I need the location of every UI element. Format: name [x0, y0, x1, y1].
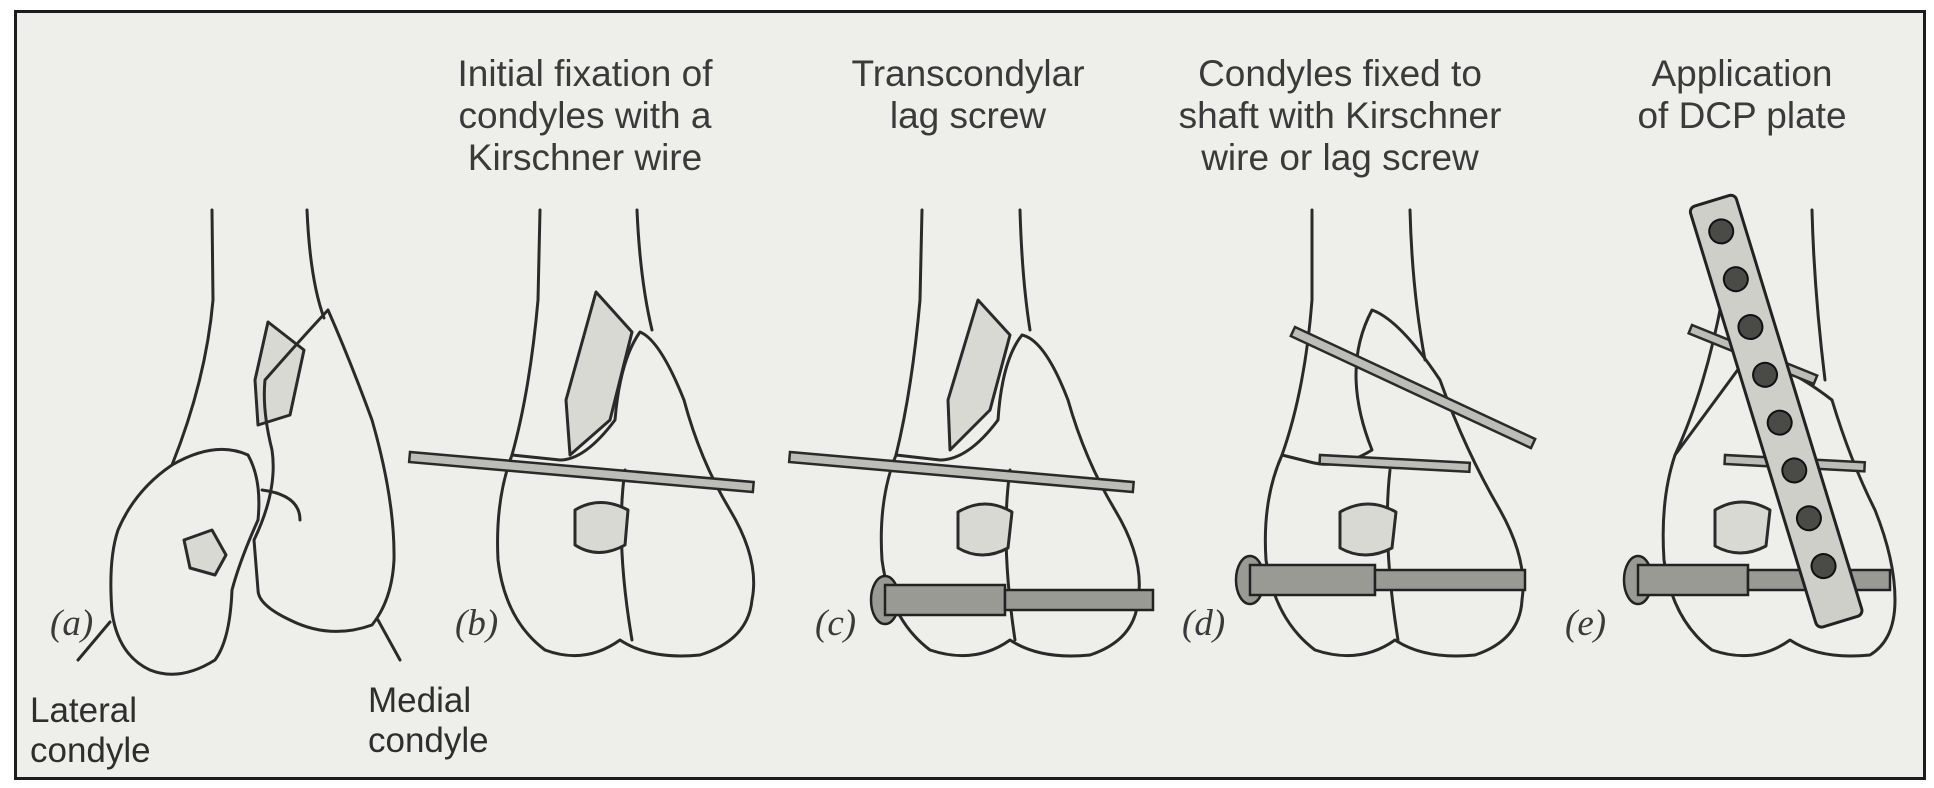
shaft-right-line-c	[1020, 210, 1030, 330]
shaft-right-line-b	[637, 210, 652, 330]
medial-pointer-line	[378, 620, 400, 660]
caption-d: Condyles fixed to shaft with Kirschner w…	[1179, 53, 1502, 178]
trochlea-fragment-b	[575, 503, 628, 553]
caption-b-line-1: Initial fixation of	[457, 53, 713, 94]
shaft-right-line-d	[1410, 210, 1425, 360]
caption-d-line-1: Condyles fixed to	[1198, 53, 1482, 94]
lag-screw-thread-d	[1375, 570, 1525, 590]
caption-b: Initial fixation of condyles with a Kirs…	[457, 53, 713, 178]
lag-screw-shank-c	[885, 585, 1005, 615]
panel-label-e: (e)	[1565, 603, 1606, 644]
condyle-split-line-b	[621, 470, 632, 640]
drawing-b: (b)	[409, 210, 754, 656]
drawing-d: (d)	[1182, 210, 1535, 656]
caption-e-line-1: Application	[1651, 53, 1832, 94]
trochlea-fragment-d	[1340, 504, 1396, 555]
caption-e-line-2: of DCP plate	[1637, 95, 1846, 136]
shaft-right-line-e	[1812, 210, 1825, 380]
trochlea-fragment-a	[184, 530, 226, 575]
kirschner-wire-d	[1320, 455, 1470, 472]
caption-d-line-3: wire or lag screw	[1200, 137, 1479, 178]
trochlea-fragment-c	[958, 504, 1012, 555]
lateral-condyle-annotation: Lateral condyle	[30, 691, 151, 770]
lateral-annotation-line-1: Lateral	[30, 691, 137, 730]
dcp-plate	[1689, 194, 1864, 629]
medial-annotation-line-2: condyle	[368, 721, 489, 760]
medial-condyle-annotation: Medial condyle	[368, 681, 489, 760]
drawing-c: (c)	[789, 210, 1153, 656]
condyle-split-line-d	[1387, 470, 1398, 640]
medial-annotation-line-1: Medial	[368, 681, 471, 720]
trochlea-fragment-e	[1715, 502, 1770, 553]
lateral-annotation-line-2: condyle	[30, 731, 151, 770]
condyle-split-line-c	[1006, 470, 1015, 640]
kirschner-wire-b	[409, 452, 754, 492]
lag-screw-shank-e	[1638, 565, 1748, 595]
lag-screw-d	[1236, 556, 1525, 604]
caption-d-line-2: shaft with Kirschner	[1179, 95, 1502, 136]
panel-label-d: (d)	[1182, 603, 1225, 644]
kirschner-wire-c	[789, 452, 1134, 492]
caption-c: Transcondylar lag screw	[851, 53, 1084, 136]
shaft-left-line-c	[896, 210, 922, 455]
caption-c-line-1: Transcondylar	[851, 53, 1084, 94]
shaft-left-line-b	[512, 210, 540, 455]
drawing-e: (e)	[1565, 194, 1895, 656]
caption-c-line-2: lag screw	[890, 95, 1047, 136]
lag-screw-shank-d	[1250, 565, 1375, 595]
shaft-right-line-a	[307, 210, 324, 318]
caption-e: Application of DCP plate	[1637, 53, 1846, 136]
drawing-a: (a)	[50, 210, 400, 674]
fracture-fragment-a	[255, 322, 304, 425]
lateral-condyle-a	[111, 449, 259, 674]
caption-b-line-2: condyles with a	[459, 95, 712, 136]
panel-label-c: (c)	[815, 603, 856, 644]
panel-label-b: (b)	[455, 603, 498, 644]
caption-b-line-3: Kirschner wire	[468, 137, 702, 178]
panel-label-a: (a)	[50, 603, 93, 644]
lag-screw-thread-c	[1005, 590, 1153, 610]
fracture-fragment-c	[948, 300, 1010, 450]
shaft-left-line-a	[172, 210, 213, 465]
